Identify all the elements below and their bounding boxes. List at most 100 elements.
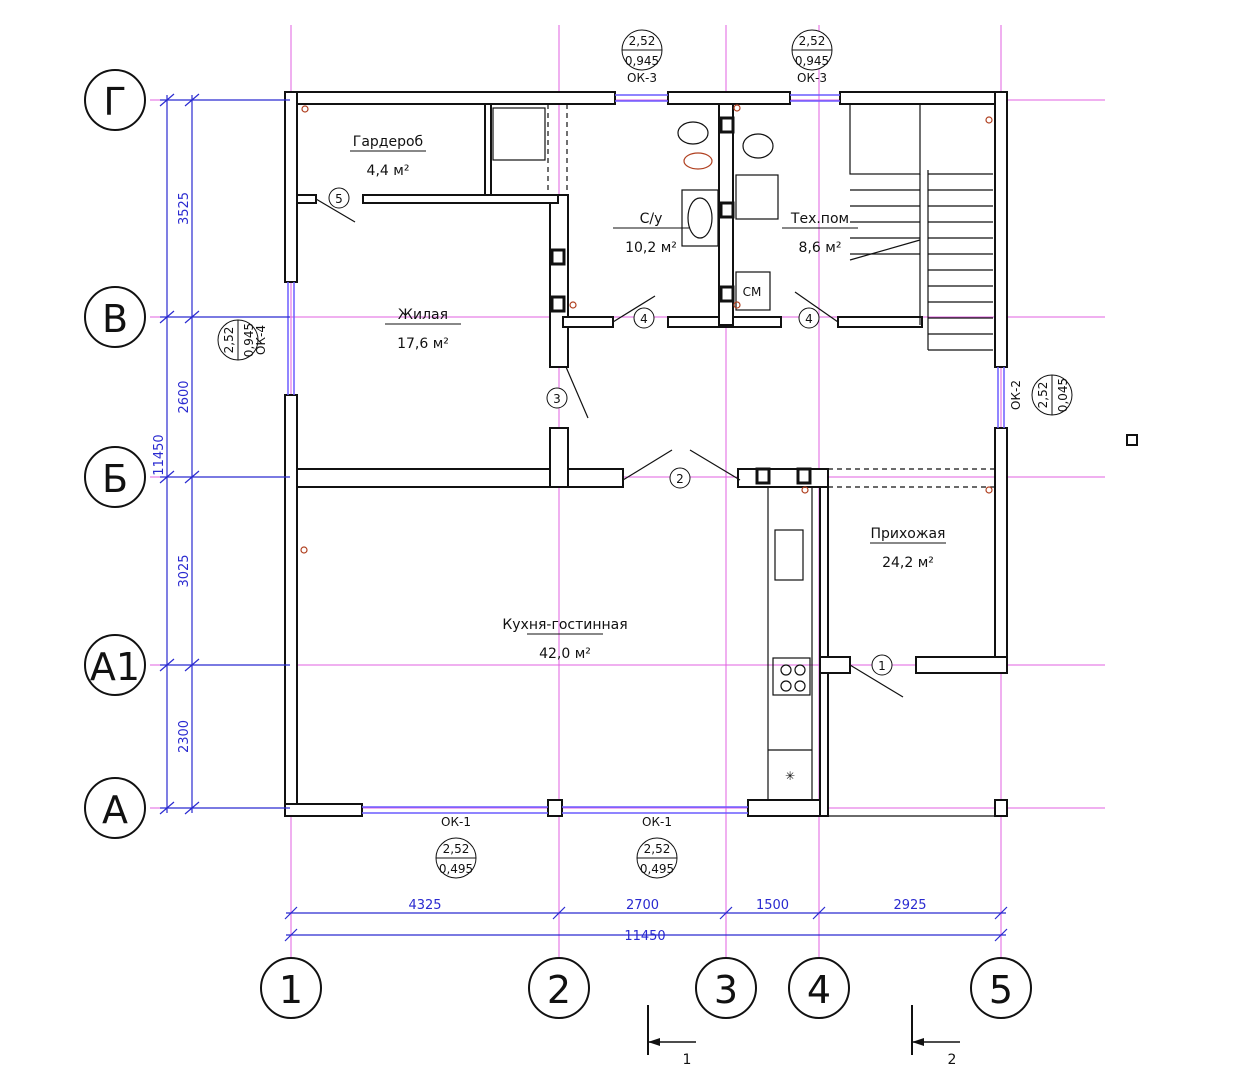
wall [839, 91, 1008, 105]
wall [362, 194, 559, 204]
room-area: 8,6 м² [799, 240, 842, 256]
door-swing [622, 449, 673, 481]
column [719, 116, 735, 134]
washing-machine-label: СМ [743, 285, 762, 299]
wall [562, 316, 614, 328]
axis-label-col: 2 [547, 968, 571, 1012]
axis-bubble-col [788, 957, 850, 1019]
door-swing [565, 366, 589, 419]
dimension-value: 2600 [177, 380, 192, 413]
window-sill: 0,045 [1056, 378, 1070, 412]
fixtures [300, 103, 993, 801]
dim-tick [284, 906, 298, 920]
room-name: Жилая [398, 307, 448, 323]
dim-tick [994, 928, 1008, 942]
axis-label-col: 1 [279, 968, 303, 1012]
axis-bubble-col [528, 957, 590, 1019]
sink-icon [774, 529, 804, 581]
axis-label-row: В [102, 297, 128, 341]
room-area: 24,2 м² [882, 555, 934, 571]
room-area: 4,4 м² [367, 163, 410, 179]
door-number: 4 [805, 312, 813, 326]
door-number: 3 [553, 392, 561, 406]
door-number: 5 [335, 192, 343, 206]
wall [837, 316, 923, 328]
door-number-bubble [871, 654, 893, 676]
room-area: 10,2 м² [625, 240, 677, 256]
socket-icon [733, 104, 741, 112]
wall [284, 91, 298, 283]
marker-square [1126, 434, 1138, 446]
window-sill: 0,945 [242, 323, 256, 357]
shower-tray [492, 107, 546, 161]
section-arrow-head [912, 1038, 924, 1046]
wall [296, 468, 624, 488]
wall [547, 799, 563, 817]
dimension-value: 3525 [177, 192, 192, 225]
axis-bubble-row [84, 69, 146, 131]
axis-bubble-col [260, 957, 322, 1019]
door-number: 4 [640, 312, 648, 326]
socket-icon [985, 486, 993, 494]
dim-tick [552, 906, 566, 920]
axis-label-row: Б [102, 457, 128, 501]
door-swing [794, 291, 839, 323]
dimension-value: 4325 [408, 898, 441, 913]
stair-landing [849, 103, 921, 175]
burner [780, 664, 792, 676]
door-number-bubble [328, 187, 350, 209]
door-number: 2 [676, 472, 684, 486]
wall [994, 427, 1008, 674]
wall [284, 91, 616, 105]
burner [794, 664, 806, 676]
window-sill: 0,945 [625, 54, 659, 68]
wall [284, 394, 298, 817]
door-number-bubble [669, 467, 691, 489]
window-mark-label: ОК-1 [441, 815, 471, 829]
axis-label-row: А [102, 788, 128, 832]
column [550, 248, 566, 266]
wall [725, 316, 782, 328]
dimension-value: 1500 [756, 898, 789, 913]
column [755, 467, 771, 485]
wall [549, 194, 569, 368]
burner [794, 680, 806, 692]
window-height: 2,52 [799, 34, 826, 48]
door-swing [849, 664, 904, 698]
walls [284, 91, 1008, 817]
dim-tick [719, 906, 733, 920]
dimension-total: 11450 [152, 434, 167, 475]
section-arrow-head [648, 1038, 660, 1046]
room-name: С/у [640, 211, 663, 227]
dimension-value: 2925 [893, 898, 926, 913]
socket-icon [569, 301, 577, 309]
dim-tick [284, 928, 298, 942]
window-mark-label: ОК-4 [254, 325, 268, 355]
wall [484, 103, 492, 196]
door-swing [689, 449, 741, 481]
socket-icon [733, 301, 741, 309]
window-mark-label: ОК-1 [642, 815, 672, 829]
bidet-icon [683, 152, 713, 170]
axis-bubble-col [970, 957, 1032, 1019]
burner [780, 680, 792, 692]
axis-label-row: А1 [90, 645, 140, 689]
window-height: 2,52 [644, 842, 671, 856]
wall [915, 656, 1008, 674]
wall [549, 427, 569, 488]
axis-bubble-col [695, 957, 757, 1019]
window-sill: 0,945 [795, 54, 829, 68]
wall [667, 91, 791, 105]
door-swing [315, 198, 356, 223]
wall [994, 91, 1008, 368]
wall [284, 803, 363, 817]
socket-icon [985, 116, 993, 124]
wall [819, 469, 829, 817]
column [796, 467, 812, 485]
column [550, 295, 566, 313]
window-mark-label: ОК-3 [797, 71, 827, 85]
window-mark: 2,520,495 [435, 837, 477, 879]
